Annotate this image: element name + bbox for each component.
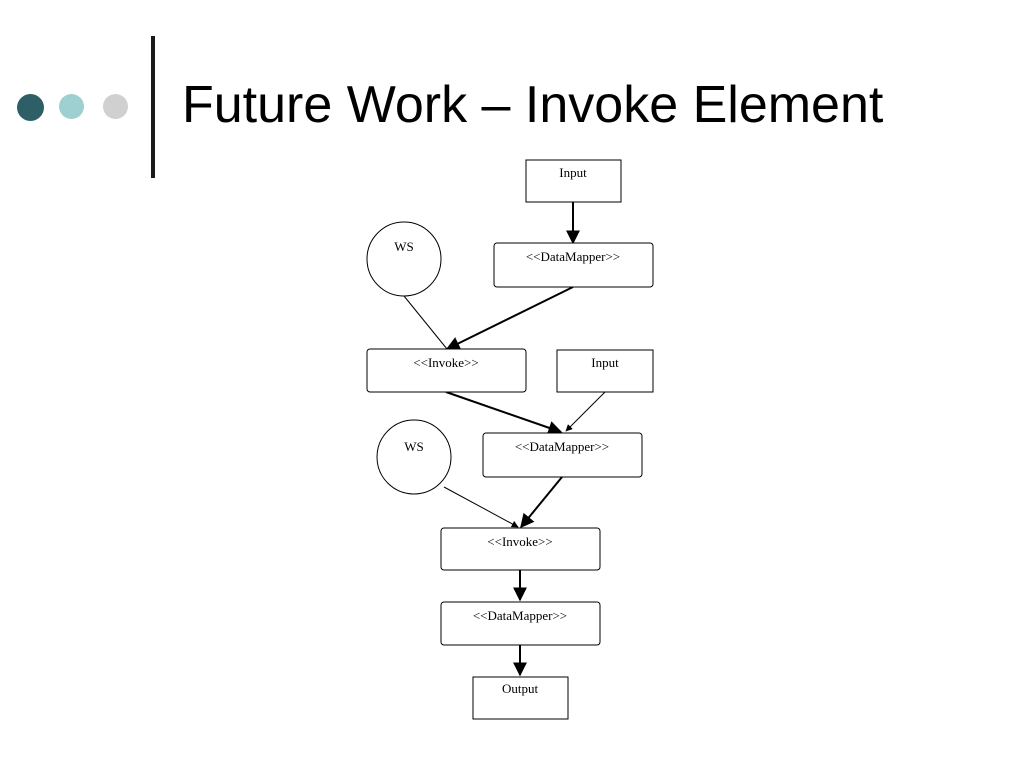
edge-input-mid-to-datamapper-2 <box>565 391 606 432</box>
node-datamapper-3: <<DataMapper>> <box>440 601 601 646</box>
node-output: Output <box>472 676 569 720</box>
node-datamapper-1: <<DataMapper>> <box>493 242 654 288</box>
diagram-edges <box>403 202 606 677</box>
node-label: <<Invoke>> <box>487 534 552 549</box>
node-invoke-1: <<Invoke>> <box>366 348 527 393</box>
node-label: Input <box>591 355 619 370</box>
slide-title: Future Work – Invoke Element <box>182 76 884 134</box>
node-label: WS <box>404 439 424 454</box>
node-datamapper-2: <<DataMapper>> <box>482 432 643 478</box>
edge-datamapper-1-to-invoke-1 <box>445 286 574 350</box>
node-label: <<DataMapper>> <box>473 608 567 623</box>
node-label: WS <box>394 239 414 254</box>
node-invoke-2: <<Invoke>> <box>440 527 601 571</box>
bullet-dot-grey <box>103 94 128 119</box>
edge-invoke-1-to-datamapper-2 <box>445 391 563 435</box>
node-label: <<Invoke>> <box>413 355 478 370</box>
bullet-dot-light <box>59 94 84 119</box>
node-input-top: Input <box>525 159 622 203</box>
edge-datamapper-2-to-invoke-2 <box>520 476 563 529</box>
title-divider <box>151 36 155 178</box>
node-ws-2: WS <box>376 419 452 495</box>
node-ws-1: WS <box>366 221 442 297</box>
edge-ws-1-to-invoke-1 <box>403 295 448 350</box>
node-label: Input <box>559 165 587 180</box>
edge-ws-2-to-invoke-2 <box>443 486 519 528</box>
node-input-mid: Input <box>556 349 654 393</box>
node-label: <<DataMapper>> <box>526 249 620 264</box>
node-label: Output <box>502 681 539 696</box>
node-label: <<DataMapper>> <box>515 439 609 454</box>
bullet-dot-dark <box>17 94 44 121</box>
